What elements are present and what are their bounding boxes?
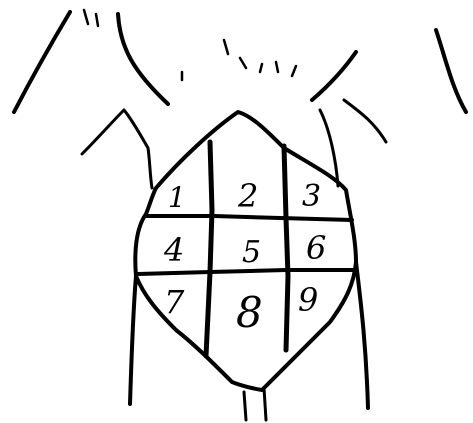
region-9-label: 9 [298,284,318,316]
grid-line-vertical-left [206,142,212,356]
grid-line-horizontal-bottom [138,270,354,274]
region-3-label: 3 [302,182,321,212]
right-arm-outline [436,30,466,112]
right-shoulder-outline [312,52,356,100]
left-chest-outline [124,110,152,188]
region-4-label: 4 [164,234,184,266]
left-shoulder-outline [118,14,168,104]
neck-hatching [84,10,296,80]
grid-line-vertical-right [284,146,288,350]
left-arm-outline [14,12,70,112]
region-8-label: 8 [236,292,263,334]
right-armpit-outline [344,100,386,142]
region-5-label: 5 [242,238,261,268]
region-7-label: 7 [164,286,184,318]
left-leg-outline [130,276,136,404]
right-leg-outline [356,262,368,408]
left-armpit-outline [82,110,124,154]
region-6-label: 6 [306,232,326,264]
region-1-label: 1 [168,184,186,212]
grid-line-horizontal-top [146,216,352,220]
groin-outline [244,388,266,420]
region-2-label: 2 [238,180,258,212]
